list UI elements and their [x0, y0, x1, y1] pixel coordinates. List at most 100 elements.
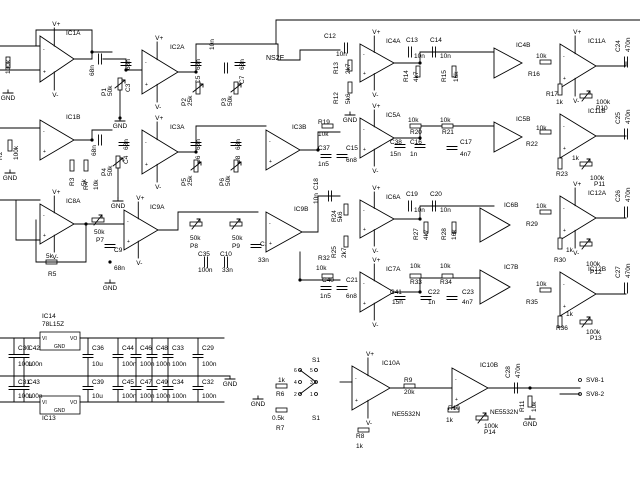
- pin-plus: +: [145, 82, 148, 88]
- supply-vminus: V-: [136, 260, 142, 267]
- pin-minus: -: [43, 129, 45, 135]
- wire: [35, 219, 87, 263]
- resistor-ref: R30: [554, 257, 566, 264]
- junction-dot: [298, 278, 302, 282]
- pot-value: 100k: [586, 329, 601, 336]
- resistor-body: [441, 123, 454, 129]
- pin-plus: +: [563, 76, 566, 82]
- ground-label: GND: [343, 117, 358, 124]
- resistor-value: 100k: [5, 59, 12, 74]
- capacitor-plates: [624, 128, 628, 140]
- capacitor-ref: C37: [318, 145, 330, 152]
- pot-value: 25k: [187, 175, 194, 186]
- capacitor-ref: C28: [505, 366, 512, 378]
- opamp-ref: IC1A: [66, 30, 81, 37]
- capacitor-ref: C25: [615, 112, 622, 124]
- wire: [299, 369, 317, 383]
- opamp-ref: IC7B: [504, 264, 518, 271]
- opamp-ref: IC5B: [516, 116, 530, 123]
- capacitor-ref: C12: [0, 0, 12, 2]
- resistor-body: [69, 159, 75, 172]
- capacitor-plates: [624, 56, 628, 68]
- junction-dot: [316, 148, 320, 152]
- regulator-ref: IC14: [42, 313, 56, 320]
- opamp-ic2a: IC2A-+V+V-: [141, 35, 185, 111]
- resistor-body: [539, 59, 552, 65]
- opamp-triangle: [265, 211, 303, 253]
- opamp-ic5a: IC5A-+V+V-: [359, 103, 401, 175]
- connector-pin: [578, 378, 582, 382]
- resistor-value: 100k: [13, 145, 20, 160]
- opamp-triangle: [559, 195, 597, 241]
- pin-minus: -: [363, 281, 365, 287]
- wire: [177, 125, 267, 153]
- pin-plus: +: [563, 146, 566, 152]
- resistor-value: 10k: [93, 179, 100, 190]
- pot-ref: P9: [232, 243, 240, 250]
- pot-ref: P3: [221, 98, 228, 106]
- capacitor-value: 10n: [440, 53, 451, 60]
- ground-label: GND: [1, 95, 16, 102]
- capacitor-ref: C13: [406, 37, 418, 44]
- pot-ref: P4: [101, 168, 108, 176]
- capacitor-plates: [224, 62, 228, 74]
- pin-plus: +: [563, 304, 566, 310]
- resistor-ref: R27: [413, 228, 420, 240]
- resistor-value: 10k: [316, 265, 327, 272]
- capacitor-value: 100n: [28, 393, 43, 400]
- capacitor-ref: C6: [195, 155, 202, 164]
- resistor-value: 10k: [536, 281, 547, 288]
- resistor-body: [557, 157, 563, 170]
- capacitor-plates: [328, 190, 332, 202]
- capacitor-value: 68n: [125, 59, 132, 70]
- pin-plus: +: [43, 70, 46, 76]
- opamp-ic9b: IC9B-+: [265, 206, 308, 253]
- capacitor-ref: C35: [198, 251, 210, 258]
- junction-dot: [418, 217, 422, 221]
- capacitor-ref: C33: [172, 345, 184, 352]
- resistor-ref: R23: [556, 171, 568, 178]
- resistor-value: 10k: [440, 263, 451, 270]
- opamp-triangle: [39, 35, 75, 83]
- capacitor-plates: [230, 142, 242, 146]
- capacitor-plates: [420, 296, 432, 300]
- capacitor-plates: [250, 244, 262, 248]
- capacitor-ref: C17: [460, 139, 472, 146]
- resistor-ref: R6: [276, 391, 285, 398]
- capacitor-ref: C20: [430, 191, 442, 198]
- supply-vplus: V+: [573, 29, 581, 36]
- resistor-body: [5, 56, 11, 69]
- capacitor-plates: [104, 244, 116, 248]
- opamp-ref: IC3A: [170, 124, 185, 131]
- capacitor-ref: C34: [172, 379, 184, 386]
- resistor-body: [527, 395, 533, 408]
- pin-plus: +: [363, 301, 366, 307]
- resistor-body: [557, 83, 563, 96]
